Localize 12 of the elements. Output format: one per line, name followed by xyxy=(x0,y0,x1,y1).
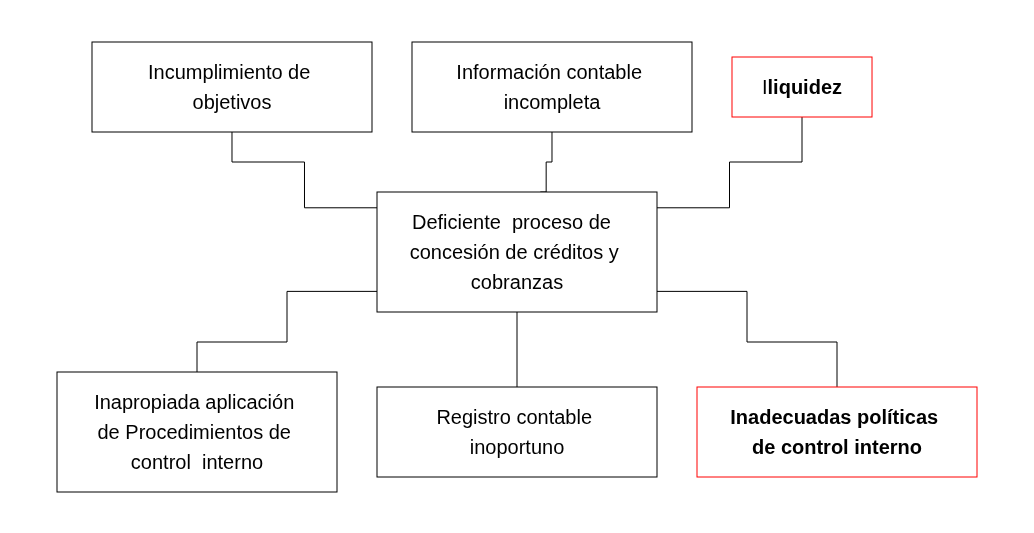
node-box: Deficiente proceso de concesión de créditos y cobranzas xyxy=(376,191,658,312)
node-box: Inadecuadas políticas de control interno xyxy=(696,386,978,477)
connector xyxy=(196,290,378,372)
connector xyxy=(231,131,378,208)
node-box: Iliquidez xyxy=(731,56,873,117)
node-box: Incumplimiento de objetivos xyxy=(91,41,373,132)
node-box: Inapropiada aplicación de Procedimientos de control interno xyxy=(56,371,338,492)
connector xyxy=(656,116,803,208)
connector xyxy=(656,290,838,387)
node-box: Registro contable inoportuno xyxy=(376,386,658,477)
node-box: Información contable incompleta xyxy=(411,41,693,132)
connector xyxy=(516,311,518,387)
